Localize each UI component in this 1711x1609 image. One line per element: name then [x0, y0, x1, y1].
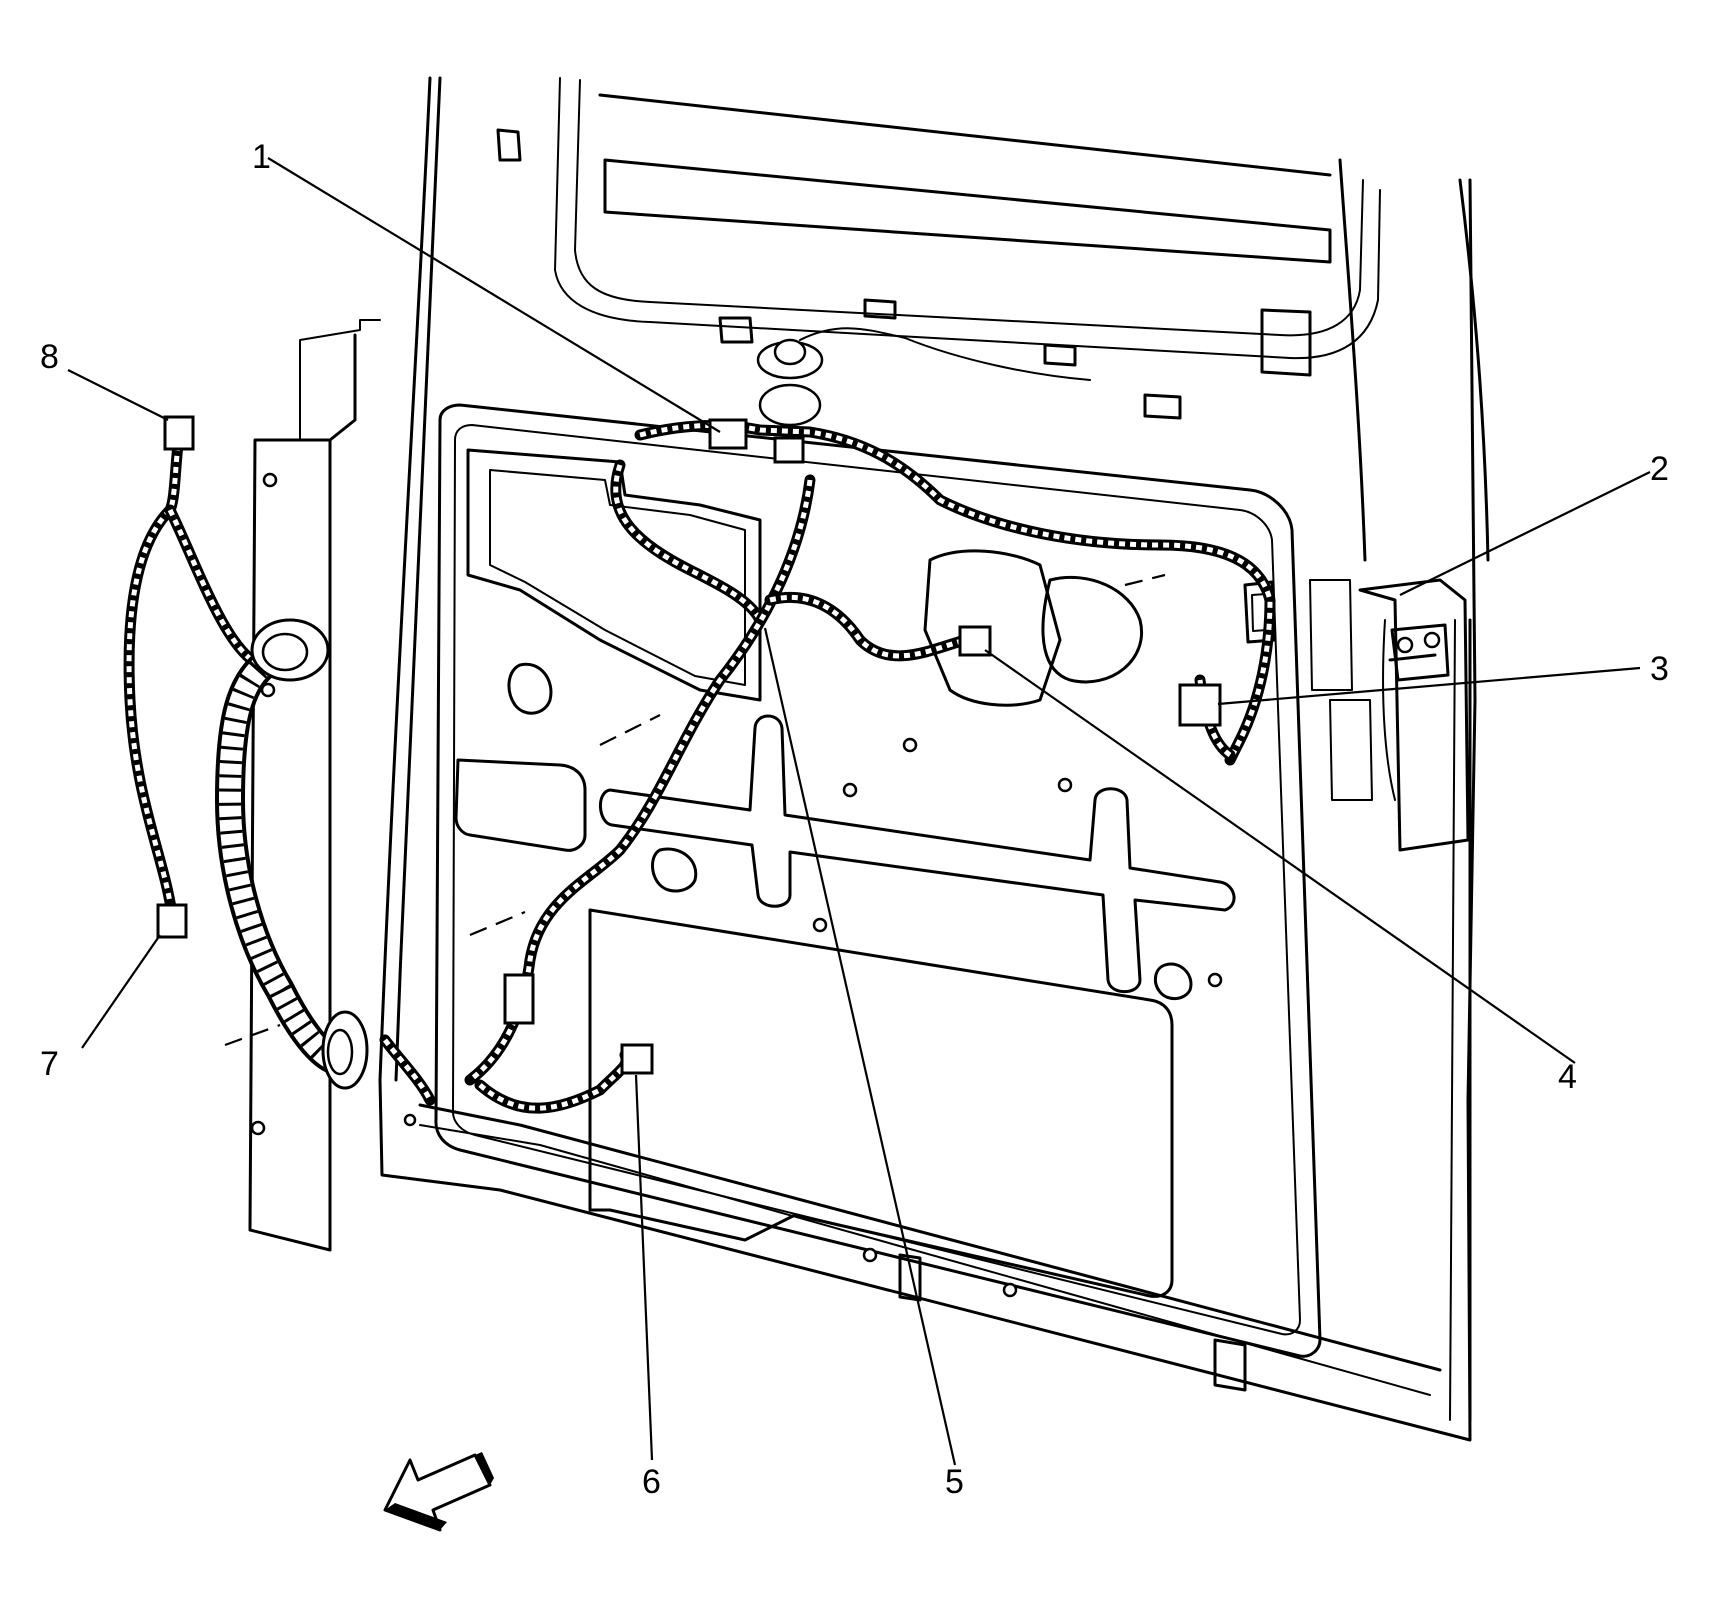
placement-lines: [224, 573, 1166, 1047]
leader-lines: [67, 157, 1651, 1466]
callout-5: 5: [945, 1463, 964, 1501]
callout-8: 8: [40, 338, 59, 376]
callout-3: 3: [1650, 650, 1669, 688]
connector-3: [1178, 683, 1222, 727]
connector-4: [958, 625, 992, 657]
connector-1: [708, 418, 748, 450]
callout-2: 2: [1650, 450, 1669, 488]
connectors: [156, 415, 1222, 1075]
callout-4: 4: [1558, 1058, 1577, 1096]
callout-labels: 1 2 3 4 5 6 7 8: [40, 138, 1669, 1501]
door-outer-shell: [378, 76, 1490, 1442]
callout-1: 1: [252, 138, 271, 176]
wiring-harness: [123, 419, 1276, 1114]
latch-assembly: [1243, 578, 1470, 852]
direction-arrow-icon: [383, 1452, 494, 1532]
connector-1b: [773, 436, 805, 464]
callout-6: 6: [642, 1463, 661, 1501]
connector-7: [156, 903, 188, 939]
connector-6: [620, 1043, 654, 1075]
connector-8: [163, 415, 195, 451]
corrugated-conduit: [214, 618, 369, 1090]
hinge-pillar: [248, 319, 381, 1252]
inner-door-panel: [250, 403, 1322, 1392]
grommet-lower: [503, 973, 535, 1025]
grommet: [718, 298, 1182, 427]
callout-7: 7: [40, 1045, 59, 1083]
